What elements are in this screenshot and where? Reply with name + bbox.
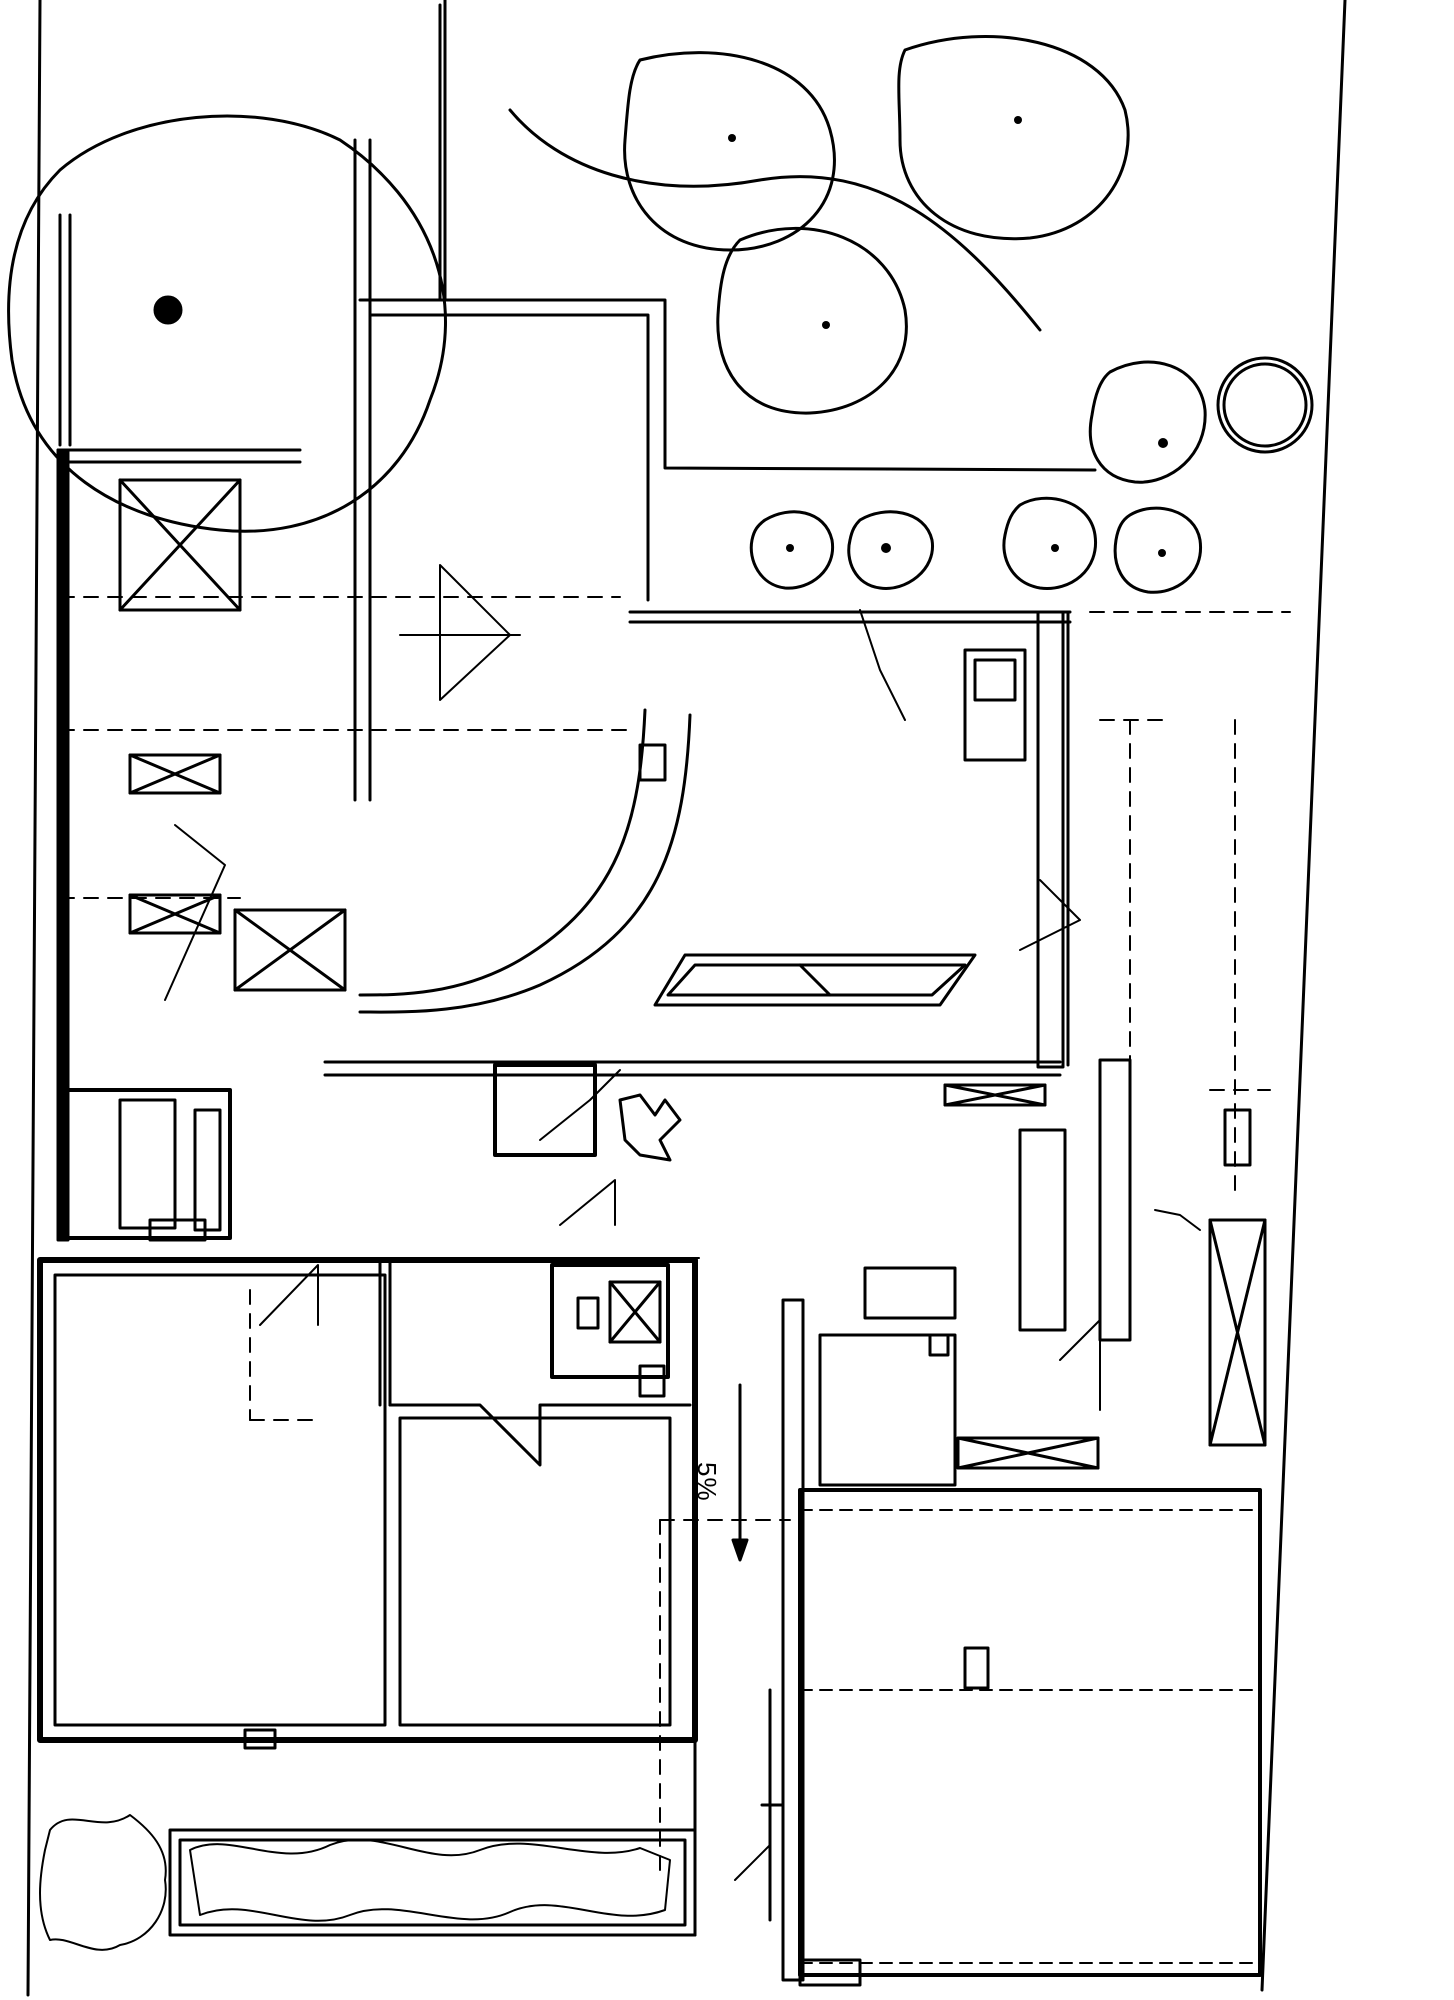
skylights	[118, 478, 1267, 1470]
courtyard-walls	[58, 0, 1097, 802]
garage	[781, 1298, 1262, 1987]
light-well	[653, 953, 977, 1007]
bedrooms	[37, 1257, 698, 1750]
hedges	[39, 1518, 784, 1951]
door-swings	[164, 564, 1201, 1881]
site-boundary	[26, 0, 1347, 1997]
curved-wall	[358, 708, 692, 1014]
overhead-lines	[59, 596, 1291, 1881]
slope-annotation: 5%	[692, 1462, 722, 1502]
slope-arrow	[731, 1383, 749, 1562]
bathrooms	[58, 1088, 670, 1398]
kitchen	[493, 648, 1252, 1690]
garden-trees	[508, 35, 1314, 594]
tree-large-left	[7, 114, 447, 533]
